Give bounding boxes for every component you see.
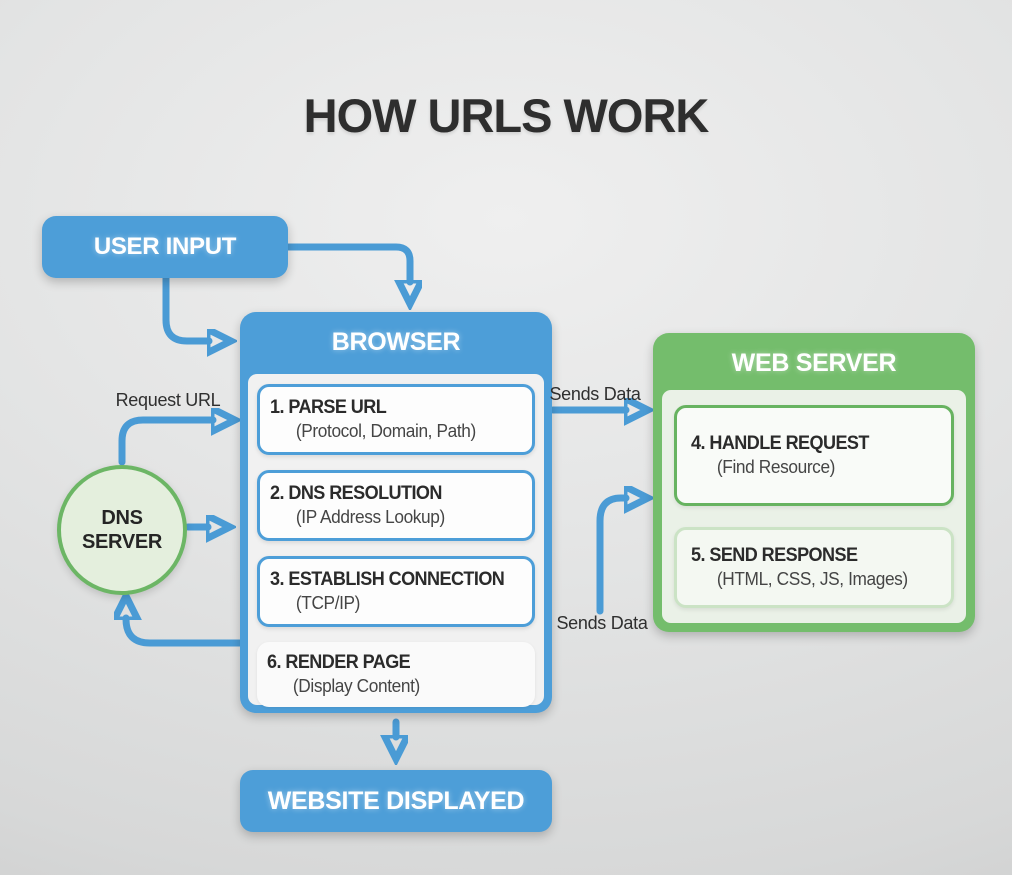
step-subtitle: (Find Resource) <box>716 457 836 478</box>
arrow-sends-data-to-server-lower <box>596 498 626 615</box>
browser-steps-panel: 1. PARSE URL (Protocol, Domain, Path) 2.… <box>248 374 544 707</box>
arrow-user-input-to-browser-left <box>162 270 209 341</box>
user-input-label: USER INPUT <box>93 233 237 260</box>
step-subtitle: (Display Content) <box>292 676 420 696</box>
arrow-user-input-to-browser-top <box>280 243 410 282</box>
website-displayed-node: WEBSITE DISPLAYED <box>240 770 552 832</box>
step-title: 5. SEND RESPONSE <box>691 545 858 567</box>
step-title: 3. ESTABLISH CONNECTION <box>270 569 505 590</box>
step-card-render-page: 6. RENDER PAGE (Display Content) <box>257 642 535 707</box>
step-card-establish-connection: 3. ESTABLISH CONNECTION (TCP/IP) <box>257 556 535 627</box>
step-subtitle: (TCP/IP) <box>295 593 361 613</box>
step-subtitle: (Protocol, Domain, Path) <box>295 421 476 441</box>
edge-label-request-url: Request URL <box>115 390 221 410</box>
dns-server-label: DNS SERVER <box>81 507 163 553</box>
step-title: 2. DNS RESOLUTION <box>270 483 442 504</box>
step-card-parse-url: 1. PARSE URL (Protocol, Domain, Path) <box>257 384 535 455</box>
step-subtitle: (HTML, CSS, JS, Images) <box>716 569 908 590</box>
step-title: 6. RENDER PAGE <box>267 652 411 673</box>
step-title: 1. PARSE URL <box>270 397 387 418</box>
dns-server-node: DNS SERVER <box>57 465 187 595</box>
browser-header: BROWSER <box>331 327 461 356</box>
step-card-handle-request: 4. HANDLE REQUEST (Find Resource) <box>674 405 954 506</box>
website-displayed-label: WEBSITE DISPLAYED <box>267 786 525 815</box>
arrow-browser-to-dns <box>126 618 250 647</box>
step-subtitle: (IP Address Lookup) <box>295 507 445 527</box>
web-server-node: WEB SERVER 4. HANDLE REQUEST (Find Resou… <box>653 333 975 632</box>
arrow-request-url-dns-to-browser <box>118 420 213 466</box>
edge-label-sends-data-bottom: Sends Data <box>556 613 648 633</box>
browser-node: BROWSER 1. PARSE URL (Protocol, Domain, … <box>240 312 552 713</box>
web-server-steps-panel: 4. HANDLE REQUEST (Find Resource) 5. SEN… <box>662 390 966 623</box>
step-card-send-response: 5. SEND RESPONSE (HTML, CSS, JS, Images) <box>674 526 954 608</box>
step-title: 4. HANDLE REQUEST <box>691 433 869 455</box>
step-card-dns-resolution: 2. DNS RESOLUTION (IP Address Lookup) <box>257 470 535 541</box>
web-server-header: WEB SERVER <box>731 348 897 377</box>
user-input-node: USER INPUT <box>42 216 288 278</box>
edge-label-sends-data-top: Sends Data <box>549 384 641 404</box>
page-title: HOW URLS WORK <box>303 89 710 142</box>
